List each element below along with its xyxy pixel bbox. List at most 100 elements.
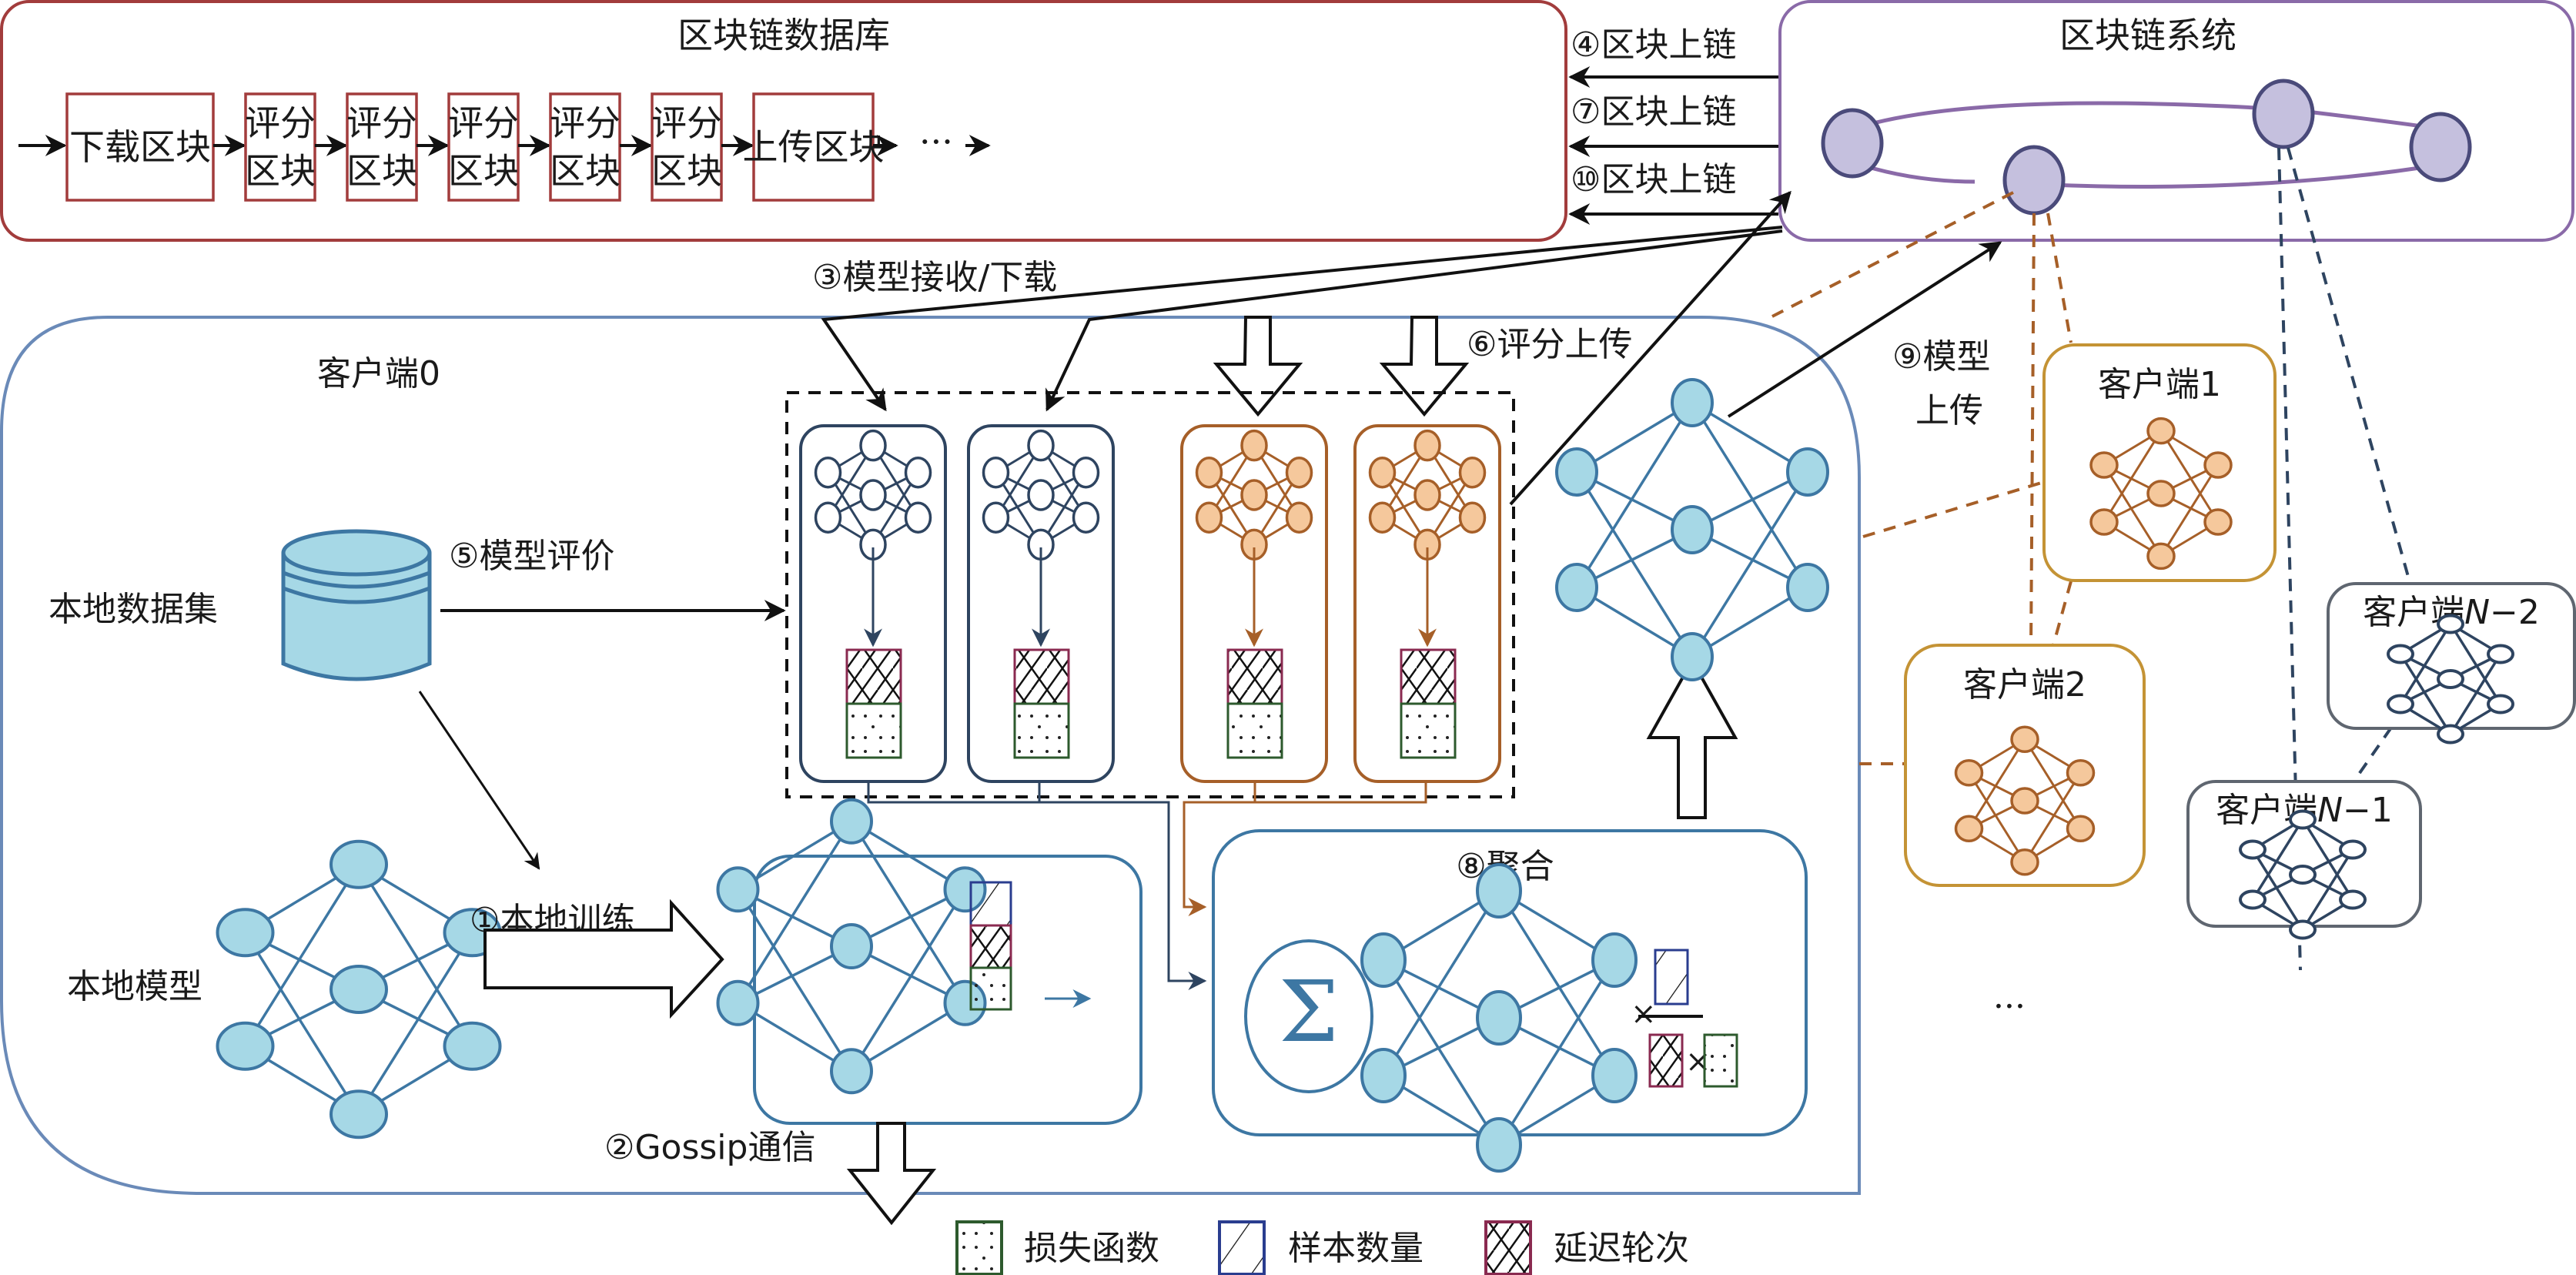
local-dataset — [281, 529, 432, 681]
eval-connector — [867, 781, 1207, 990]
nn-node — [2487, 644, 2514, 664]
nn-node — [1954, 759, 1984, 787]
nn-node — [1671, 505, 1714, 554]
chain-block-label: 下载区块 — [69, 126, 211, 168]
nn-node — [830, 923, 873, 969]
delay-round-cell — [1400, 648, 1457, 705]
client2-title: 客户端2 — [1963, 665, 2086, 704]
nn-node — [830, 1048, 873, 1095]
nn-node — [2339, 839, 2367, 860]
blockchain-database-title: 区块链数据库 — [677, 15, 890, 56]
loss-cell — [1013, 702, 1070, 759]
nn-node — [443, 1021, 502, 1071]
clientN2-card: 客户端N−2 — [2327, 582, 2576, 745]
nn-node — [2289, 865, 2317, 885]
blockchain-node — [2252, 79, 2315, 149]
chain-block-label: 区块 — [346, 150, 417, 192]
evaluation-group — [785, 391, 1515, 798]
local-train-arrow — [483, 899, 724, 1019]
clientN2-model-icon — [2387, 614, 2514, 745]
local-model-label: 本地模型 — [67, 967, 202, 1006]
nn-node — [2339, 889, 2367, 910]
train-data-arrow — [418, 691, 540, 870]
chain-block: 下载区块 — [65, 92, 215, 202]
evaluation-cards — [799, 424, 1501, 783]
nn-node — [1476, 1117, 1522, 1173]
nn-node — [1027, 479, 1055, 511]
score-upload-arrow — [1509, 190, 1791, 506]
sample-count-cell — [969, 881, 1012, 927]
peer-link — [1770, 191, 2014, 319]
peer-model-arrow — [1213, 316, 1303, 417]
trained-model-icon — [716, 798, 987, 1095]
step2-label: ②Gossip通信 — [604, 1128, 815, 1167]
nn-node — [1072, 457, 1100, 489]
weight-denominator-delay — [1648, 1033, 1684, 1088]
nn-node — [1413, 429, 1441, 462]
nn-node — [814, 457, 842, 489]
chain-block-label: 评分 — [346, 102, 417, 144]
nn-node — [216, 1021, 275, 1071]
chain-ring-edge — [1862, 163, 1975, 184]
nn-node — [2239, 889, 2267, 910]
nn-node — [2437, 724, 2464, 745]
chain-ring-edge — [2018, 162, 2445, 189]
more-clients-ellipsis: ··· — [1993, 987, 2026, 1026]
step9-label-line1: ⑨模型 — [1892, 337, 1990, 376]
nn-node — [1195, 501, 1223, 534]
peer-link — [2353, 726, 2393, 782]
nn-node — [2437, 614, 2464, 634]
eval-connector — [1183, 781, 1427, 916]
model-upload-arrow — [1727, 241, 2002, 418]
step3-label: ③模型接收/下载 — [812, 258, 1057, 297]
legend-label-delay: 延迟轮次 — [1554, 1229, 1689, 1268]
nn-node — [1360, 932, 1407, 988]
nn-node — [1072, 501, 1100, 534]
nn-node — [716, 979, 760, 1026]
model-download-arrow — [1045, 229, 1783, 412]
loss-cell — [1400, 702, 1457, 759]
evaluated-model-card — [799, 424, 947, 783]
chain-block-label: 评分 — [245, 102, 316, 144]
step5-label: ⑤模型评价 — [449, 537, 614, 576]
evaluated-model-card — [1180, 424, 1328, 783]
nn-node — [982, 457, 1010, 489]
nn-node — [1591, 1048, 1638, 1103]
delay-round-cell — [845, 648, 902, 705]
legend: 损失函数 样本数量 延迟轮次 — [955, 1220, 1689, 1275]
chain-link-arrows: ④区块上链 ⑦区块上链 ⑩区块上链 — [1568, 25, 1778, 225]
chain-block-label: 评分 — [448, 102, 519, 144]
nn-node — [2387, 644, 2414, 664]
aggregated-model-icon — [1360, 863, 1638, 1173]
nn-node — [1240, 429, 1268, 462]
chain-link-label: ④区块上链 — [1571, 25, 1736, 65]
nn-node — [1027, 429, 1055, 462]
delay-round-cell — [969, 924, 1012, 969]
nn-node — [1368, 501, 1397, 534]
nn-node — [2010, 787, 2039, 815]
clientN2-title: 客户端N−2 — [2363, 593, 2540, 632]
loss-cell — [969, 966, 1012, 1011]
nn-node — [1285, 501, 1313, 534]
chain-block-label: 上传区块 — [743, 126, 885, 168]
peer-model-arrow — [1379, 316, 1470, 417]
nn-node — [330, 1089, 388, 1139]
nn-node — [1671, 378, 1714, 427]
nn-node — [904, 501, 932, 534]
nn-node — [2437, 669, 2464, 689]
nn-node — [1555, 563, 1598, 612]
peer-link — [2277, 147, 2302, 971]
nn-node — [2289, 809, 2317, 830]
client1-card: 客户端1 — [2042, 343, 2277, 582]
peer-link — [2287, 147, 2411, 583]
sum-icon — [1244, 939, 1373, 1093]
peer-link — [2051, 581, 2073, 649]
nn-node — [2010, 848, 2039, 876]
nn-node — [1360, 1048, 1407, 1103]
nn-node — [1195, 457, 1223, 489]
